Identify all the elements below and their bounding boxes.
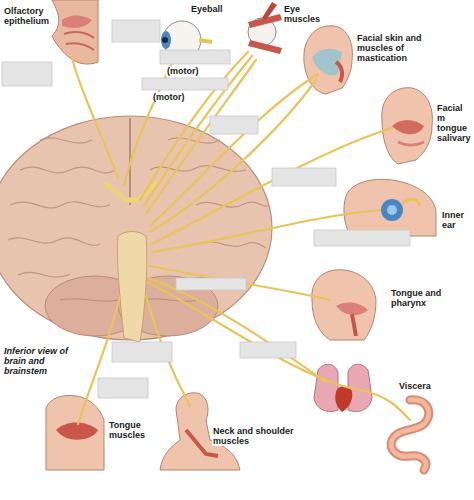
blank-label-box — [112, 342, 172, 362]
blank-label-box — [160, 50, 230, 64]
brain-picture — [117, 232, 146, 343]
ear-picture — [344, 179, 436, 236]
nerve-lines — [150, 74, 318, 226]
ear-picture — [387, 205, 397, 215]
organ-label: Facial m tongue salivary — [436, 103, 474, 143]
brain-picture — [200, 242, 266, 248]
eyeball-picture — [162, 37, 168, 43]
tongue-head-picture — [46, 396, 104, 471]
head-picture — [382, 88, 433, 164]
lungs-heart-picture — [314, 364, 338, 411]
head-picture — [336, 62, 342, 82]
brain-picture — [20, 167, 115, 173]
head-picture — [304, 26, 353, 94]
blank-label-box — [314, 230, 410, 246]
organ-label: Tongue muscles — [108, 420, 154, 440]
nerve-lines — [150, 266, 330, 300]
blank-label-box — [272, 168, 336, 186]
nerve-lines — [152, 128, 392, 244]
blank-label-box — [98, 378, 148, 398]
head-picture — [312, 270, 376, 340]
organ-label: Facial skin and muscles of mastication — [356, 33, 434, 63]
organ-label: Eye muscles — [283, 4, 327, 24]
brain-picture — [140, 299, 200, 301]
eye-muscles-picture — [262, 2, 277, 20]
blank-label-box — [112, 20, 160, 42]
nerve-lines — [124, 58, 174, 186]
organ-label: Olfactory epithelium — [3, 6, 55, 26]
viscera-picture — [391, 400, 429, 470]
brain-picture — [40, 138, 92, 143]
head-picture — [398, 142, 424, 145]
blank-label-box — [2, 62, 52, 86]
nerve-lines — [72, 52, 410, 424]
blank-label-box — [176, 278, 246, 290]
head-picture — [352, 314, 356, 336]
eyeball-picture — [161, 31, 171, 49]
lungs-heart-picture — [335, 386, 352, 412]
nose-picture — [52, 0, 98, 64]
nose-picture — [52, 0, 98, 64]
eye-muscles-picture — [248, 40, 282, 54]
tongue-head-picture — [46, 396, 104, 471]
blank-label-box — [240, 342, 296, 358]
brain-picture — [18, 272, 70, 277]
nose-picture — [66, 43, 94, 50]
organ-label: Eyeball — [190, 4, 234, 14]
nerve-lines — [72, 58, 118, 178]
organ-label: Inner ear — [441, 210, 473, 230]
eye-muscles-picture — [248, 2, 282, 54]
brain-picture — [8, 238, 100, 245]
head-picture — [304, 26, 353, 94]
view-caption: Inferior view of brain and brainstem — [3, 346, 83, 376]
ear-picture — [402, 199, 420, 206]
blank-label-box — [2, 20, 410, 398]
lungs-heart-picture — [314, 364, 372, 412]
head-picture — [392, 120, 424, 134]
head-picture — [382, 88, 433, 164]
brain-picture — [0, 116, 272, 342]
nose-picture — [64, 32, 94, 38]
head-picture — [312, 270, 376, 340]
blank-label-box — [142, 78, 228, 90]
organ-label: Viscera — [398, 381, 438, 391]
nerve-lines — [148, 278, 326, 382]
eyeball-picture — [199, 40, 212, 42]
blank-label-box — [210, 116, 258, 134]
head-picture — [336, 303, 368, 315]
brain-picture — [60, 299, 120, 301]
ear-picture — [381, 199, 403, 221]
tongue-head-picture — [56, 423, 98, 440]
nose-picture — [62, 16, 92, 29]
viscera-picture — [391, 400, 429, 470]
nerve-type-label: (motor) — [166, 66, 202, 76]
nerve-lines — [150, 80, 316, 232]
organ-label: Neck and shoulder muscles — [212, 426, 296, 446]
brain-picture — [10, 202, 110, 208]
nerve-type-label: (motor) — [152, 92, 188, 102]
ear-picture — [344, 179, 436, 236]
viscera-picture — [391, 400, 429, 470]
organ-label: Tongue and pharynx — [390, 288, 448, 308]
